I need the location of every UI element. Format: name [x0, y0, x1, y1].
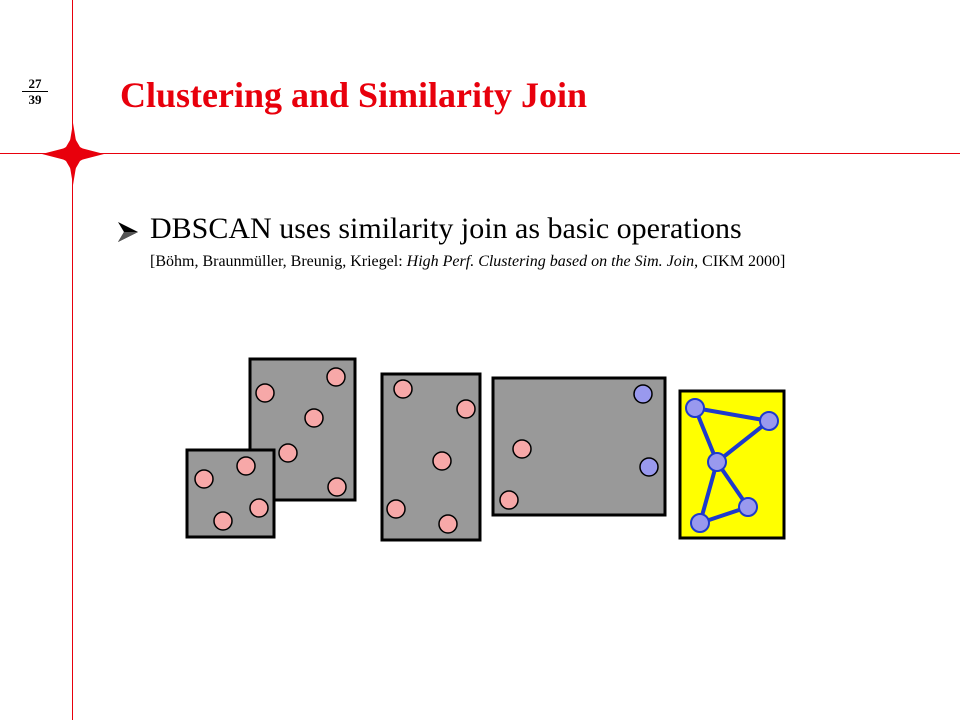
data-point [236, 456, 256, 476]
slide-title: Clustering and Similarity Join [120, 75, 588, 115]
data-point [327, 477, 347, 497]
data-point [499, 490, 519, 510]
data-point [249, 498, 269, 518]
data-point [690, 513, 710, 533]
citation-paper-title: High Perf. Clustering based on the Sim. … [406, 253, 695, 270]
citation-open: [Böhm, Braunmüller, Breunig, Kriegel: [150, 253, 407, 270]
data-point [639, 457, 659, 477]
data-point [438, 514, 458, 534]
data-point [685, 398, 705, 418]
horizontal-rule [0, 153, 960, 154]
bullet-text: DBSCAN uses similarity join as basic ope… [150, 212, 742, 245]
page-number: 27 39 [22, 76, 48, 107]
data-point [759, 411, 779, 431]
page-current: 27 [22, 76, 48, 92]
vertical-rule [72, 0, 73, 720]
data-point [456, 399, 476, 419]
arrow-bullet-icon [118, 222, 138, 242]
data-point [432, 451, 452, 471]
citation: [Böhm, Braunmüller, Breunig, Kriegel: Hi… [150, 252, 785, 272]
data-point [194, 469, 214, 489]
join-edge [693, 406, 771, 423]
data-point [633, 384, 653, 404]
data-point [213, 511, 233, 531]
data-point [304, 408, 324, 428]
data-point [707, 452, 727, 472]
data-point [386, 499, 406, 519]
join-edge [698, 460, 719, 525]
star-icon [42, 123, 104, 185]
join-edge [715, 419, 771, 464]
data-point [255, 383, 275, 403]
data-point [326, 367, 346, 387]
citation-venue: , CIKM 2000 [694, 253, 780, 270]
citation-close: ] [779, 253, 786, 270]
data-point [738, 497, 758, 517]
data-point [393, 379, 413, 399]
data-point [278, 443, 298, 463]
data-point [512, 439, 532, 459]
page-total: 39 [28, 92, 42, 107]
